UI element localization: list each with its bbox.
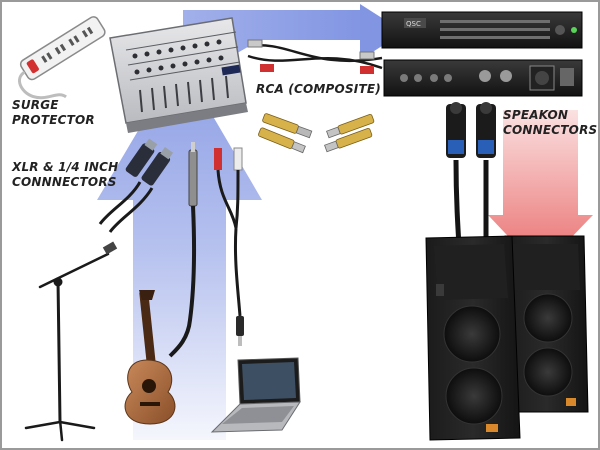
- surge-protector: [18, 16, 106, 100]
- speakon-label-line2: CONNECTORS: [503, 123, 598, 137]
- xlr-connectors-label: XLR & 1/4 INCH CONNNECTORS: [12, 160, 118, 190]
- xlr-connectors: [98, 138, 174, 233]
- microphone-stand: [24, 241, 118, 442]
- xlr-label-line1: XLR & 1/4 INCH: [12, 160, 119, 174]
- speakon-label-line1: SPEAKON: [503, 108, 569, 122]
- speaker-right: [504, 235, 589, 413]
- mixer-console: [109, 17, 248, 133]
- amplifier-top: QSC: [381, 11, 583, 49]
- speaker-left: [425, 235, 521, 441]
- amp-brand-logo: QSC: [406, 20, 421, 28]
- surge-label-line1: SURGE: [12, 98, 59, 112]
- xlr-label-line2: CONNNECTORS: [12, 175, 117, 189]
- surge-protector-label: SURGE PROTECTOR: [12, 98, 95, 128]
- rca-label: RCA (COMPOSITE): [256, 82, 381, 96]
- rca-to-mini-cable: [214, 147, 244, 346]
- quarter-inch-cable: [168, 142, 198, 358]
- amplifier-rear: [383, 59, 583, 97]
- rca-adapters: [258, 113, 375, 154]
- power-switch-icon: [26, 59, 39, 74]
- surge-label-line2: PROTECTOR: [12, 113, 95, 127]
- rca-cable: [247, 39, 383, 74]
- acoustic-guitar: [124, 290, 176, 425]
- laptop: [210, 357, 301, 433]
- speakon-connectors-label: SPEAKON CONNECTORS: [503, 108, 597, 138]
- speaker-flow-arrow: [488, 110, 593, 270]
